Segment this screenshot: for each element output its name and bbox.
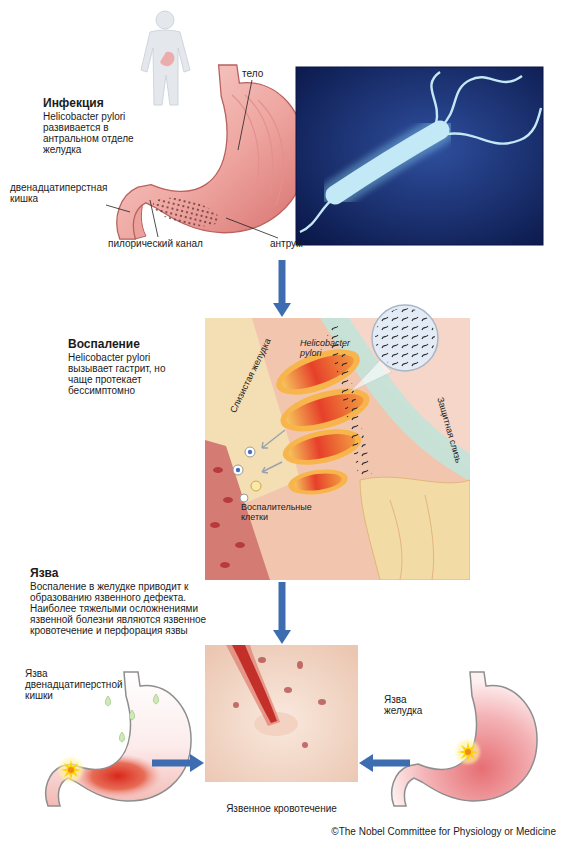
migration-arrows xyxy=(262,430,285,473)
stomach-fold xyxy=(245,95,273,195)
stage-heading: Воспаление xyxy=(68,337,178,351)
bacterium-glow xyxy=(335,130,440,195)
stage-heading: Язва xyxy=(30,566,140,580)
flow-arrow xyxy=(279,582,286,630)
blood-cells xyxy=(210,467,245,568)
part-label: двенадцатиперстная кишка xyxy=(10,182,114,204)
stomach-illustration xyxy=(106,65,306,239)
magnifier xyxy=(350,305,438,392)
gastric-ulcer-stomach xyxy=(392,672,537,806)
copyright-note: ©The Nobel Committee for Physiology or M… xyxy=(230,826,556,837)
inflammation-panel: Слизистая желудка Helicobacter pyloriЗащи… xyxy=(205,318,470,580)
bacteria-layer xyxy=(326,326,374,484)
leader-line xyxy=(238,80,252,150)
human-silhouette xyxy=(141,11,190,105)
stage-text: Helicobacter pylori вызывает гастрит, но… xyxy=(68,352,168,396)
ulcer-mark xyxy=(456,740,480,764)
magnifier-lens xyxy=(372,305,438,371)
bacterium-body xyxy=(335,130,440,195)
figure-body xyxy=(141,30,190,105)
part-label: Язва желудка xyxy=(384,694,444,716)
duodenal-ulcer-stomach xyxy=(46,672,191,806)
bleeding-vessel xyxy=(232,645,277,723)
ulcer-mark xyxy=(59,758,83,782)
flow-arrow xyxy=(279,260,286,303)
leader-line xyxy=(150,200,158,237)
stomach-shape xyxy=(46,672,191,806)
flow-arrow xyxy=(373,760,410,767)
stage-band: ИнфекцияHelicobacter pylori развивается … xyxy=(0,0,565,258)
acid-drops xyxy=(105,694,158,742)
stomach-fold xyxy=(258,100,283,205)
flow-arrow xyxy=(152,760,190,767)
part-label: Слизистая желудка xyxy=(228,337,273,415)
figure-head xyxy=(156,11,174,29)
part-label: пилорический канал xyxy=(108,238,238,249)
ulcer-illustration: Язва желудка xyxy=(412,668,542,810)
stomach-shape xyxy=(392,672,537,806)
stomach-outline xyxy=(46,672,191,806)
blood-drops xyxy=(233,657,326,748)
inflammatory-cells xyxy=(233,447,261,502)
tissue-background xyxy=(205,645,358,782)
ulcer-illustration: Язва двенадцатиперстной кишки xyxy=(25,668,150,808)
micrograph xyxy=(296,67,543,245)
stomach-shape xyxy=(117,65,306,239)
stage-heading: Инфекция xyxy=(43,96,138,110)
part-label: Язва двенадцатиперстной кишки xyxy=(25,668,137,701)
part-label: Защитная слизь xyxy=(435,396,463,464)
leader-line xyxy=(106,205,130,212)
magnified-bacteria xyxy=(375,308,435,368)
stomach-fold xyxy=(232,95,259,180)
leader-line xyxy=(226,218,278,238)
part-label: тело xyxy=(242,68,282,79)
bleeding-panel: Язвенное кровотечение xyxy=(205,645,358,782)
fold-lines xyxy=(390,495,434,580)
stage-text: Воспаление в желудке приводит к образова… xyxy=(30,581,218,636)
bleeding-illustration xyxy=(205,645,358,782)
micrograph-frame xyxy=(296,67,543,245)
mucosa-folds xyxy=(360,477,470,580)
panel-caption: Язвенное кровотечение xyxy=(185,803,378,814)
figure-stomach xyxy=(160,52,174,66)
part-label: антрум xyxy=(270,238,330,249)
vessel-halo xyxy=(226,645,280,726)
stage-text: Helicobacter pylori развивается в антрал… xyxy=(43,111,135,155)
part-label: Воспалительные клетки xyxy=(241,502,321,522)
flagella xyxy=(300,72,541,232)
bacteria-cluster xyxy=(150,192,222,232)
part-label: Helicobacter pylori xyxy=(300,338,356,358)
